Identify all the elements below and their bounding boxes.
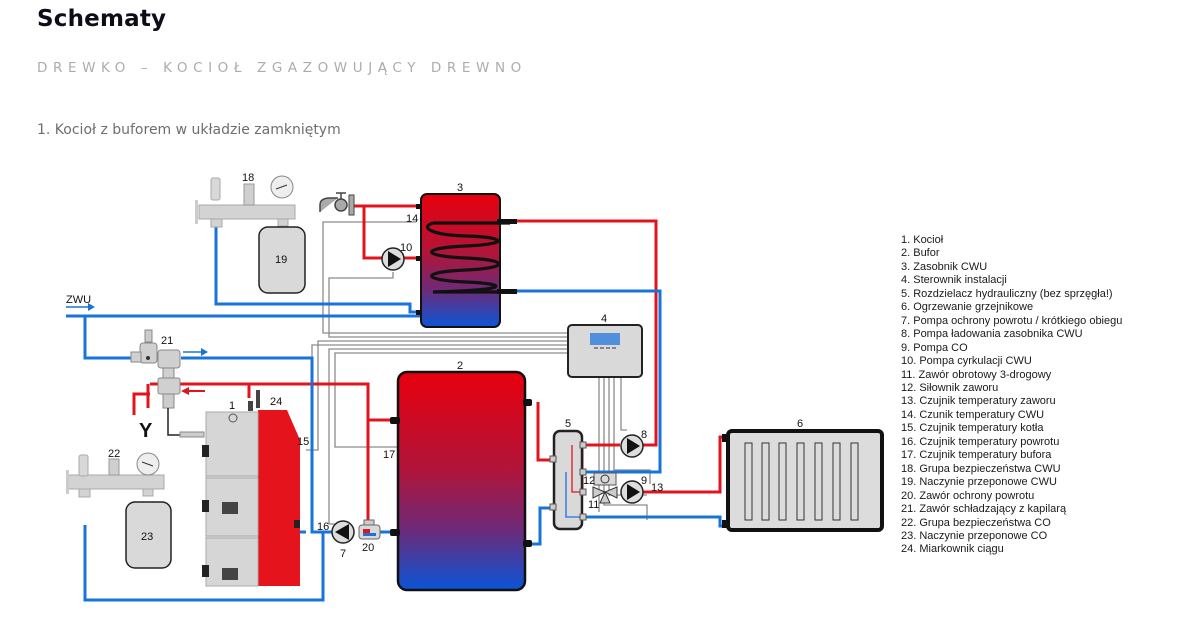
- legend-item: 19. Naczynie przeponowe CWU: [901, 476, 1057, 489]
- legend-item: 15. Czujnik temperatury kotła: [901, 422, 1044, 435]
- label-4: 4: [601, 313, 607, 325]
- legend-item: 13. Czujnik temperatury zaworu: [901, 395, 1056, 408]
- hydraulic-distributor: [549, 429, 587, 531]
- legend-item: 9. Pompa CO: [901, 341, 968, 354]
- boiler: [202, 390, 300, 587]
- legend-item: 8. Pompa ładowania zasobnika CWU: [901, 328, 1083, 341]
- label-1: 1: [229, 400, 235, 412]
- legend-item: 18. Grupa bezpieczeństwa CWU: [901, 462, 1061, 475]
- label-17: 17: [383, 449, 395, 461]
- legend-item: 20. Zawór ochrony powrotu: [901, 489, 1035, 502]
- legend-list: 1. Kocioł 2. Bufor 3. Zasobnik CWU 4. St…: [901, 234, 1122, 557]
- pump-10-cwu-circulation: [381, 247, 405, 271]
- pump-8-cwu-loading: [620, 434, 644, 458]
- return-flow-arrow: [181, 387, 205, 395]
- label-18: 18: [242, 172, 254, 184]
- label-22: 22: [108, 448, 120, 460]
- label-5: 5: [565, 418, 571, 430]
- label-24: 24: [270, 396, 282, 408]
- legend-item: 23. Naczynie przeponowe CO: [901, 529, 1048, 542]
- label-11: 11: [588, 499, 599, 511]
- label-9: 9: [641, 475, 647, 487]
- legend-item: 12. Siłownik zaworu: [901, 381, 999, 394]
- zwu-label: ZWU: [66, 294, 91, 306]
- legend-item: 6. Ogrzewanie grzejnikowe: [901, 301, 1034, 314]
- legend-item: 7. Pompa ochrony powrotu / krótkiego obi…: [901, 314, 1123, 327]
- legend-item: 16. Czujnik temperatury powrotu: [901, 435, 1060, 448]
- label-16: 16: [317, 521, 329, 533]
- safety-group-cwu: [195, 175, 296, 228]
- legend-item: 22. Grupa bezpieczeństwa CO: [901, 516, 1051, 529]
- expansion-vessel-cwu: [258, 226, 306, 294]
- legend-item: 2. Bufor: [901, 247, 940, 260]
- legend-item: 4. Sterownik instalacji: [901, 274, 1007, 287]
- label-12: 12: [583, 475, 595, 487]
- pump-9-co: [620, 480, 644, 504]
- label-8: 8: [641, 429, 647, 441]
- label-23: 23: [141, 531, 153, 543]
- drain-label: Y: [139, 420, 153, 442]
- zwu-inlet-arrow: [66, 303, 95, 311]
- pump-7-return-protection: [331, 520, 355, 544]
- legend-item: 11. Zawór obrotowy 3-drogowy: [901, 368, 1052, 381]
- legend-item: 14. Czunik temperatury CWU: [901, 408, 1045, 421]
- installation-controller: [567, 324, 643, 378]
- label-14: 14: [406, 213, 418, 225]
- label-13: 13: [651, 482, 663, 494]
- label-2: 2: [457, 360, 463, 372]
- cooling-valve-21: [130, 329, 205, 438]
- label-19: 19: [275, 254, 287, 266]
- legend-item: 17. Czujnik temperatury bufora: [901, 449, 1052, 462]
- schema-caption: 1. Kocioł z buforem w układzie zamknięty…: [37, 122, 341, 138]
- label-15: 15: [297, 436, 309, 448]
- radiator: [722, 429, 884, 532]
- page-title: Schematy: [37, 6, 167, 32]
- label-6: 6: [797, 418, 803, 430]
- legend-item: 24. Miarkownik ciągu: [901, 543, 1004, 556]
- valve-actuator-12: [593, 472, 617, 486]
- flow-arrow: [183, 348, 208, 356]
- legend-item: 5. Rozdzielacz hydrauliczny (bez sprzęgł…: [901, 287, 1113, 300]
- expansion-vessel-co: [125, 501, 172, 569]
- buffer-tank: [390, 370, 532, 592]
- label-20: 20: [362, 542, 374, 554]
- cwu-tank: [416, 193, 517, 328]
- three-way-valve-11: [592, 486, 618, 504]
- tap-icon: [319, 192, 355, 216]
- legend-item: 21. Zawór schładzający z kapilarą: [901, 503, 1067, 516]
- label-10: 10: [400, 242, 412, 254]
- label-21: 21: [161, 335, 173, 347]
- label-7: 7: [340, 548, 346, 560]
- label-3: 3: [457, 182, 463, 194]
- page-subtitle: DREWKO – KOCIOŁ ZGAZOWUJĄCY DREWNO: [37, 60, 527, 76]
- return-protection-valve-20: [358, 519, 381, 540]
- legend-item: 10. Pompa cyrkulacji CWU: [901, 355, 1032, 368]
- legend-item: 1. Kocioł: [901, 234, 944, 246]
- safety-group-co: [66, 452, 165, 498]
- legend-item: 3. Zasobnik CWU: [901, 260, 988, 273]
